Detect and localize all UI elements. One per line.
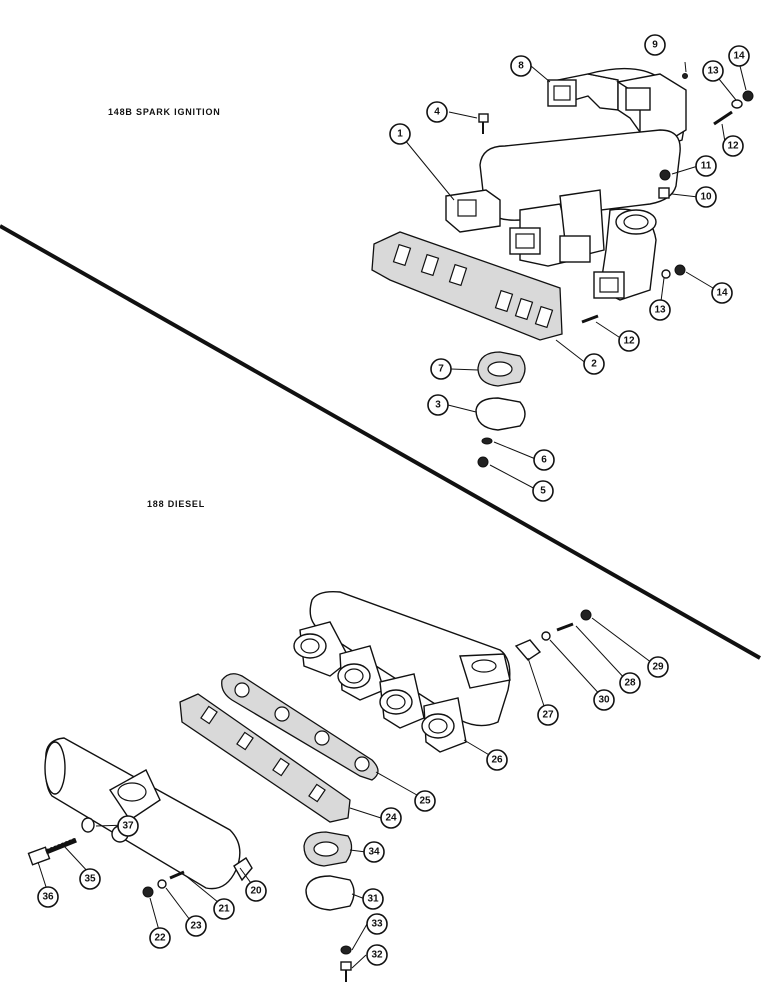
callout-31: 31 <box>362 888 384 910</box>
callout-30-label: 30 <box>598 695 610 706</box>
callout-31-label: 31 <box>367 894 379 905</box>
callout-3-label: 3 <box>435 400 441 411</box>
callout-26: 26 <box>486 749 508 771</box>
washer-37 <box>81 817 95 833</box>
section-title-spark-ignition: 148B SPARK IGNITION <box>108 107 221 117</box>
callout-12b: 12 <box>618 330 640 352</box>
exhaust-gasket-24 <box>179 693 351 823</box>
exhaust-housing-20 <box>44 737 253 890</box>
callout-21-label: 21 <box>218 904 230 915</box>
flange-gasket-34 <box>303 831 353 867</box>
callout-37-label: 37 <box>122 821 134 832</box>
callout-11: 11 <box>695 155 717 177</box>
intake-manifold <box>445 129 681 301</box>
callout-1: 1 <box>389 123 411 145</box>
callout-25: 25 <box>414 790 436 812</box>
callout-11-label: 11 <box>701 161 712 172</box>
callout-10: 10 <box>695 186 717 208</box>
callout-27: 27 <box>537 704 559 726</box>
callout-13b-label: 13 <box>654 305 666 316</box>
callout-2: 2 <box>583 353 605 375</box>
callout-29: 29 <box>647 656 669 678</box>
callout-32-label: 32 <box>371 950 383 961</box>
nut-5 <box>477 456 489 468</box>
callout-35-label: 35 <box>84 874 96 885</box>
callout-4-label: 4 <box>434 107 440 118</box>
callout-32: 32 <box>366 944 388 966</box>
callout-21: 21 <box>213 898 235 920</box>
callout-20: 20 <box>245 880 267 902</box>
section-divider-line <box>0 224 761 660</box>
callout-4: 4 <box>426 101 448 123</box>
callout-14a: 14 <box>728 45 750 67</box>
callout-8-label: 8 <box>518 61 524 72</box>
callout-12b-label: 12 <box>623 336 635 347</box>
callout-7: 7 <box>430 358 452 380</box>
callout-27-label: 27 <box>542 710 554 721</box>
callout-7-label: 7 <box>438 364 444 375</box>
callout-28: 28 <box>619 672 641 694</box>
callout-2-label: 2 <box>591 359 597 370</box>
callout-24: 24 <box>380 807 402 829</box>
bolt-4 <box>478 113 489 134</box>
callout-25-label: 25 <box>419 796 431 807</box>
callout-26-label: 26 <box>491 755 503 766</box>
callout-3: 3 <box>427 394 449 416</box>
callout-30: 30 <box>593 689 615 711</box>
callout-33-label: 33 <box>371 919 383 930</box>
lower-fasteners <box>142 609 592 982</box>
callout-9-label: 9 <box>652 40 658 51</box>
callout-36: 36 <box>37 886 59 908</box>
sensor-36 <box>27 835 79 866</box>
callout-20-label: 20 <box>250 886 262 897</box>
section-title-diesel: 188 DIESEL <box>147 499 206 509</box>
exhaust-gasket-25 <box>221 673 379 781</box>
callout-22: 22 <box>149 927 171 949</box>
callout-12a: 12 <box>722 135 744 157</box>
callout-9: 9 <box>644 34 666 56</box>
callout-23: 23 <box>185 915 207 937</box>
callout-5: 5 <box>532 480 554 502</box>
washer-6 <box>481 437 493 445</box>
callout-33: 33 <box>366 913 388 935</box>
callout-35: 35 <box>79 868 101 890</box>
callout-28-label: 28 <box>624 678 636 689</box>
cover-plate-31 <box>305 875 355 911</box>
callout-13a: 13 <box>702 60 724 82</box>
callout-23-label: 23 <box>190 921 202 932</box>
callout-22-label: 22 <box>154 933 166 944</box>
flange-gasket-7 <box>477 351 526 387</box>
callout-13b: 13 <box>649 299 671 321</box>
callout-12a-label: 12 <box>727 141 739 152</box>
callout-6-label: 6 <box>541 455 547 466</box>
callout-24-label: 24 <box>385 813 397 824</box>
callout-34-label: 34 <box>368 847 380 858</box>
callout-14a-label: 14 <box>733 51 745 62</box>
exhaust-manifold <box>293 590 511 753</box>
upper-fasteners <box>581 73 754 324</box>
callout-6: 6 <box>533 449 555 471</box>
callout-13a-label: 13 <box>707 66 719 77</box>
callout-14b: 14 <box>711 282 733 304</box>
callout-14b-label: 14 <box>716 288 728 299</box>
callout-34: 34 <box>363 841 385 863</box>
callout-1-label: 1 <box>397 129 403 140</box>
callout-8: 8 <box>510 55 532 77</box>
callout-10-label: 10 <box>700 192 712 203</box>
callout-5-label: 5 <box>540 486 546 497</box>
callout-36-label: 36 <box>42 892 54 903</box>
cover-plate-3 <box>475 397 526 431</box>
callout-29-label: 29 <box>652 662 664 673</box>
callout-37: 37 <box>117 815 139 837</box>
manifold-gasket <box>371 231 563 341</box>
